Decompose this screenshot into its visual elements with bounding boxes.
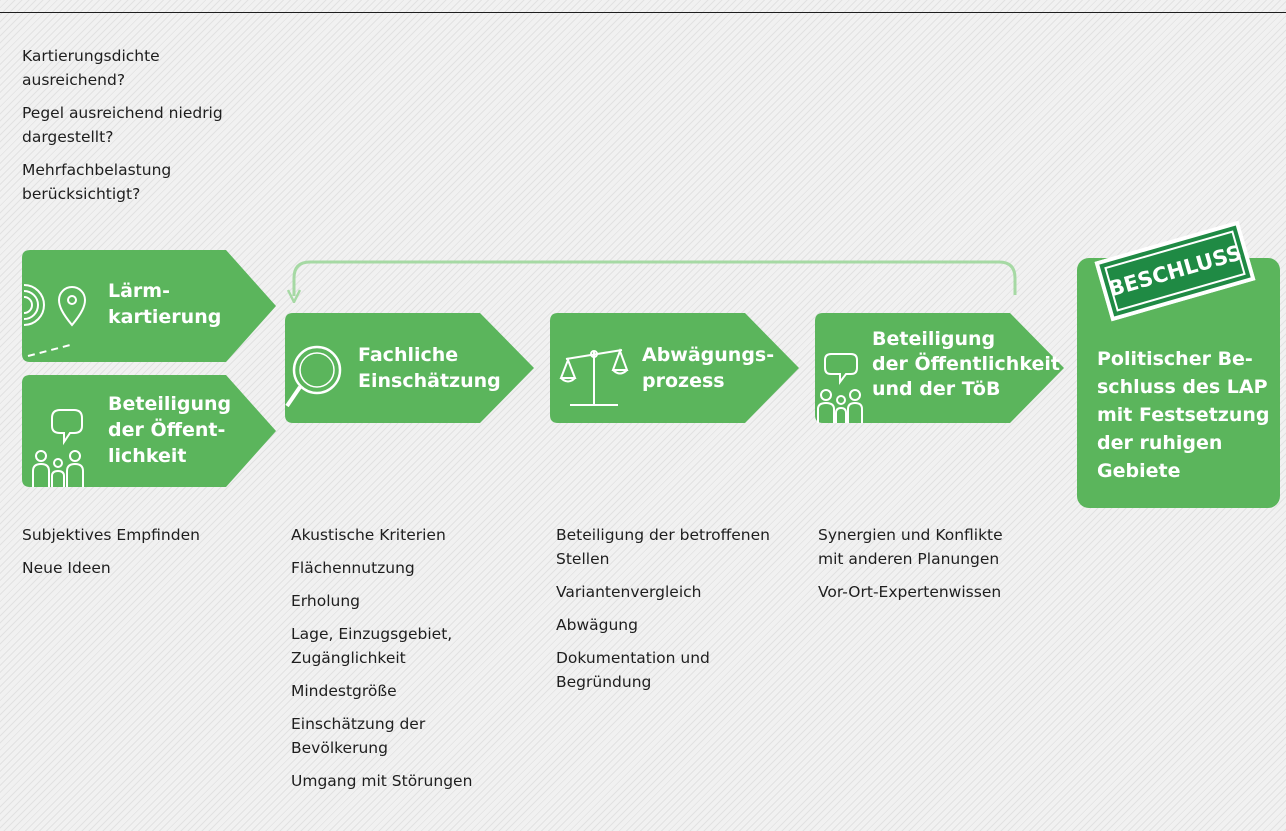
step-beschluss-shape [1077, 258, 1280, 508]
criteria-item: Lage, Einzugsgebiet, Zugänglichkeit [291, 625, 453, 667]
criteria-column-2: Akustische Kriterien Flächennutzung Erho… [291, 523, 531, 802]
step-beteiligung-toeb-shape [815, 313, 1064, 423]
criteria-column-1: Subjektives Empfinden Neue Ideen [22, 523, 262, 589]
top-questions: Kartierungsdichte ausreichend? Pegel aus… [22, 44, 262, 215]
step-laermkartierung-label: Lärm- kartierung [108, 280, 222, 328]
criteria-item: Dokumentation und Begründung [556, 649, 710, 691]
step-beschluss-label: Politischer Be- schluss des LAP mit Fest… [1097, 348, 1270, 482]
criteria-item: Erholung [291, 592, 360, 610]
speech-bubble-people-icon [32, 409, 84, 487]
feedback-loop-arrow [294, 260, 1017, 296]
step-fachliche-shape [285, 313, 534, 423]
step-laermkartierung-shape [22, 250, 276, 362]
step-abwaegung-label: Abwägungs- prozess [642, 344, 775, 392]
criteria-item: Neue Ideen [22, 559, 111, 577]
criteria-column-3: Beteiligung der betroffenen Stellen Vari… [556, 523, 806, 703]
step-beteiligung-shape [22, 375, 276, 487]
beschluss-badge: BESCHLUSS [1094, 220, 1256, 322]
magnifier-icon [285, 345, 342, 408]
criteria-item: Variantenvergleich [556, 583, 702, 601]
criteria-column-4: Synergien und Konflikte mit anderen Plan… [818, 523, 1068, 613]
step-fachliche-label: Fachliche Einschätzung [358, 344, 501, 392]
criteria-item: Akustische Kriterien [291, 526, 446, 544]
step-beteiligung-toeb-label: Beteiligung der Öffentlichkeit und der T… [872, 328, 1060, 400]
top-rule [0, 12, 1286, 13]
criteria-item: Flächennutzung [291, 559, 415, 577]
question-item: Kartierungsdichte ausreichend? [22, 47, 160, 89]
criteria-item: Vor-Ort-Expertenwissen [818, 583, 1002, 601]
criteria-item: Mindestgröße [291, 682, 397, 700]
question-item: Mehrfachbelastung berücksichtigt? [22, 161, 172, 203]
question-item: Pegel ausreichend niedrig dargestellt? [22, 104, 223, 146]
criteria-item: Abwägung [556, 616, 638, 634]
step-beteiligung-label: Beteiligung der Öffent- lichkeit [108, 393, 232, 467]
criteria-item: Einschätzung der Bevölkerung [291, 715, 426, 757]
scales-icon [559, 348, 629, 406]
radio-waves-location-pin-icon [23, 284, 87, 357]
criteria-item: Umgang mit Störungen [291, 772, 473, 790]
criteria-item: Subjektives Empfinden [22, 526, 200, 544]
criteria-item: Beteiligung der betroffenen Stellen [556, 526, 770, 568]
speech-bubble-people-icon [817, 353, 863, 423]
criteria-item: Synergien und Konflikte mit anderen Plan… [818, 526, 1003, 568]
step-abwaegung-shape [550, 313, 799, 423]
